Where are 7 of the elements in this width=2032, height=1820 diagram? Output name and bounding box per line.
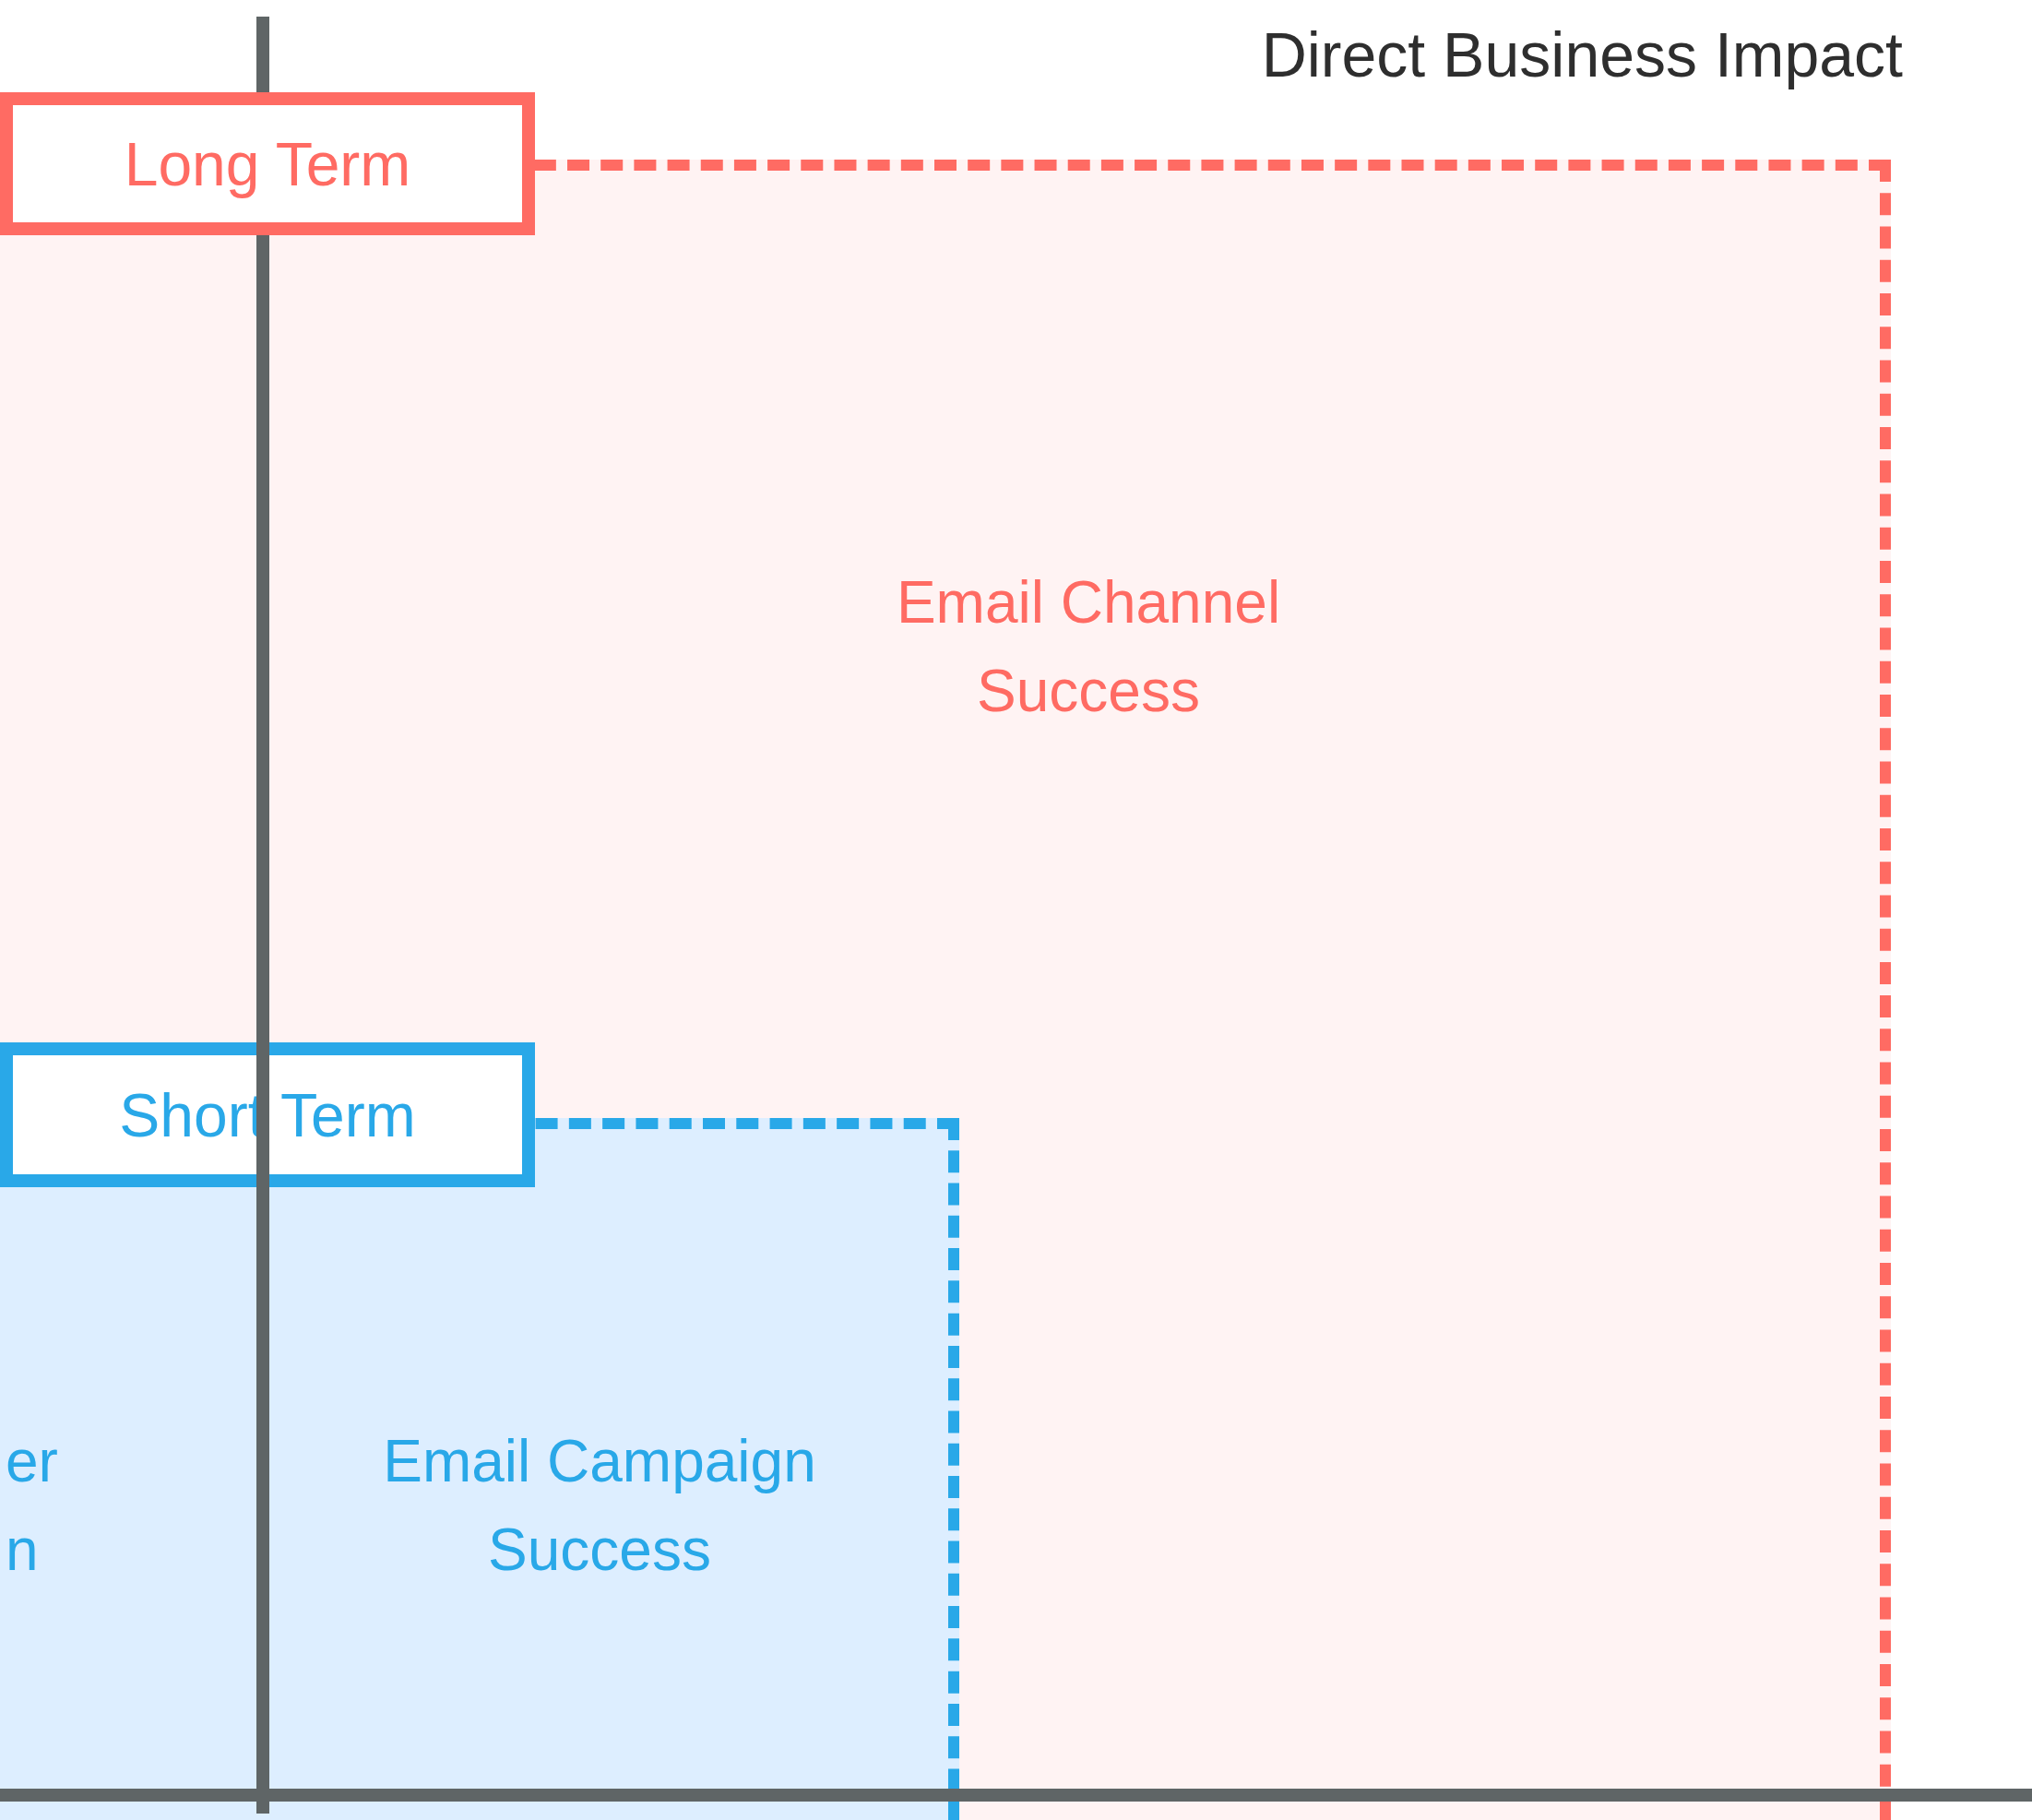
term-tag — [0, 1042, 535, 1187]
region-label: Email Campaign Success — [382, 1427, 817, 1585]
region-label: Email Channel Success — [895, 568, 1282, 726]
axis-title: Direct Business Impact — [1261, 18, 1903, 90]
region-label: er n — [6, 1427, 59, 1585]
tag-label: Long Term — [124, 128, 411, 199]
term-tag — [0, 92, 535, 235]
